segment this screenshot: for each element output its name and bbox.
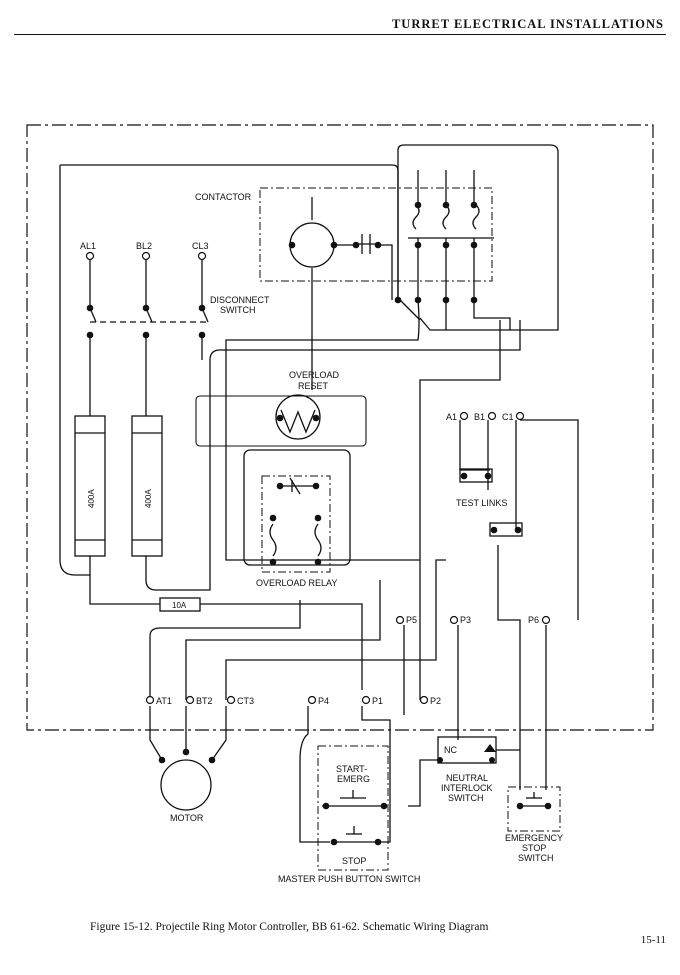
neutral-label-3: SWITCH [448,793,484,803]
test-link-2 [489,522,523,537]
enclosure-frame [26,124,654,731]
estop-label-2: STOP [522,843,546,853]
start-label-2: EMERG [337,774,370,784]
fuse-2-label: 400A [144,489,153,508]
nc-label: NC [444,745,457,755]
estop-label-1: EMERGENCY [505,833,563,843]
overload-reset-label-1: OVERLOAD [289,370,340,380]
stop-label: STOP [342,856,366,866]
estop-label-3: SWITCH [518,853,554,863]
terminal-ct3-label: CT3 [237,696,254,706]
terminal-p4-label: P4 [318,696,329,706]
master-switch-label: MASTER PUSH BUTTON SWITCH [278,874,420,884]
terminal-p1-label: P1 [372,696,383,706]
motor-label: MOTOR [170,813,204,823]
fuse-2 [131,415,163,557]
terminal-c1-label: C1 [502,412,514,422]
motor-circle [160,759,212,811]
start-label-1: START- [336,764,367,774]
contactor-label: CONTACTOR [195,192,252,202]
test-link-1 [459,468,493,483]
terminal-p3-label: P3 [460,615,471,625]
terminal-p5-label: P5 [406,615,417,625]
terminal-bt2-label: BT2 [196,696,213,706]
header-title: TURRET ELECTRICAL INSTALLATIONS [391,17,664,31]
fuse-1-label: 400A [87,489,96,508]
fuse-10a-label: 10A [172,601,187,610]
contactor-box [259,187,493,282]
terminal-a1-label: A1 [446,412,457,422]
terminal-al1-label: AL1 [80,241,96,251]
page-header: TURRET ELECTRICAL INSTALLATIONS [0,0,680,40]
overload-reset-heater [275,394,321,440]
page-number: 15-11 [640,934,666,946]
disconnect-label-2: SWITCH [220,305,256,315]
overload-reset-label-2: RESET [298,381,329,391]
overload-relay-label: OVERLOAD RELAY [256,578,337,588]
terminal-b1-label: B1 [474,412,485,422]
fuse-10a [159,597,201,612]
disconnect-label-1: DISCONNECT [210,295,270,305]
terminal-p2-label: P2 [430,696,441,706]
figure-caption: Figure 15-12. Projectile Ring Motor Cont… [90,921,489,933]
terminal-p6-label: P6 [528,615,539,625]
terminal-bl2-label: BL2 [136,241,152,251]
fuse-1 [74,415,106,557]
test-links-label: TEST LINKS [456,498,507,508]
contactor-coil [289,222,335,268]
header-rule [14,34,666,35]
neutral-label-1: NEUTRAL [446,773,488,783]
terminal-at1-label: AT1 [156,696,172,706]
terminal-cl3-label: CL3 [192,241,209,251]
overload-relay-box [261,475,331,573]
neutral-label-2: INTERLOCK [441,783,493,793]
master-push-button-box [317,745,389,871]
